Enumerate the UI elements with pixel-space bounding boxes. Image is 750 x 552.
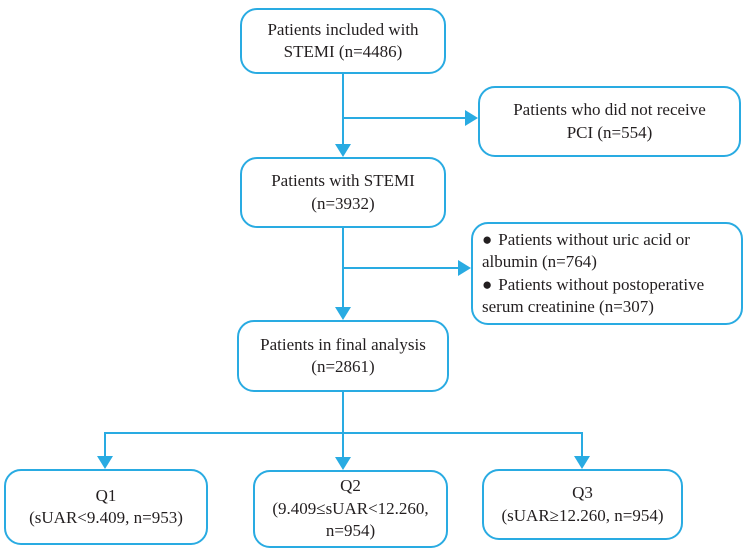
arrow-down-icon — [335, 307, 351, 320]
connector-drop-q2 — [342, 432, 344, 459]
connector-final-down — [342, 392, 344, 434]
connector-branch-no-pci — [343, 117, 466, 119]
bullet-icon: ● — [482, 229, 493, 249]
arrow-down-icon — [335, 457, 351, 470]
box-text-line: Q1 — [95, 485, 117, 505]
box-text-line: Patients who did not receive — [513, 100, 706, 120]
connector-drop-q1 — [104, 432, 106, 458]
box-no-pci: Patients who did not receive PCI (n=554) — [478, 86, 741, 157]
connector-included-to-stemi — [342, 74, 344, 146]
box-text-line: Q2 — [340, 476, 361, 496]
arrow-down-icon — [574, 456, 590, 469]
box-text-line: (n=3932) — [311, 193, 375, 213]
box-quartile-q1: Q1 (sUAR<9.409, n=953) — [4, 469, 208, 545]
box-text-line: (sUAR≥12.260, n=954) — [501, 505, 664, 525]
arrow-down-icon — [97, 456, 113, 469]
box-text-line: Patients in final analysis — [260, 334, 426, 354]
excluded-item-line: albumin (n=764) — [482, 252, 597, 272]
box-excluded-patients: ●Patients without uric acid or albumin (… — [471, 222, 743, 325]
box-text-line: n=954) — [325, 521, 376, 541]
arrow-right-icon — [458, 260, 471, 276]
box-text-line: (9.409≤sUAR<12.260, — [272, 498, 429, 518]
box-patients-included: Patients included with STEMI (n=4486) — [240, 8, 446, 74]
arrow-down-icon — [335, 144, 351, 157]
excluded-item-line: ●Patients without uric acid or — [482, 229, 690, 251]
box-text-line: Q3 — [572, 483, 593, 503]
excluded-item-line: ●Patients without postoperative — [482, 274, 704, 296]
bullet-icon: ● — [482, 274, 493, 294]
box-quartile-q3: Q3 (sUAR≥12.260, n=954) — [482, 469, 683, 540]
box-text-line: STEMI (n=4486) — [283, 42, 403, 61]
connector-drop-q3 — [581, 432, 583, 458]
box-text-line: Patients without uric acid or — [498, 229, 690, 249]
excluded-item-line: serum creatinine (n=307) — [482, 296, 654, 316]
box-text-line: (sUAR<9.409, n=953) — [29, 508, 183, 527]
arrow-right-icon — [465, 110, 478, 126]
connector-branch-excluded — [343, 267, 459, 269]
box-final-analysis: Patients in final analysis (n=2861) — [237, 320, 449, 392]
box-text-line: Patients without postoperative — [498, 274, 705, 294]
box-quartile-q2: Q2 (9.409≤sUAR<12.260, n=954) — [253, 470, 448, 548]
box-text-line: PCI (n=554) — [566, 122, 653, 142]
box-text-line: Patients with STEMI — [271, 171, 415, 191]
box-patients-with-stemi: Patients with STEMI (n=3932) — [240, 157, 446, 228]
box-text-line: Patients included with — [267, 19, 419, 39]
box-text-line: (n=2861) — [311, 357, 375, 376]
